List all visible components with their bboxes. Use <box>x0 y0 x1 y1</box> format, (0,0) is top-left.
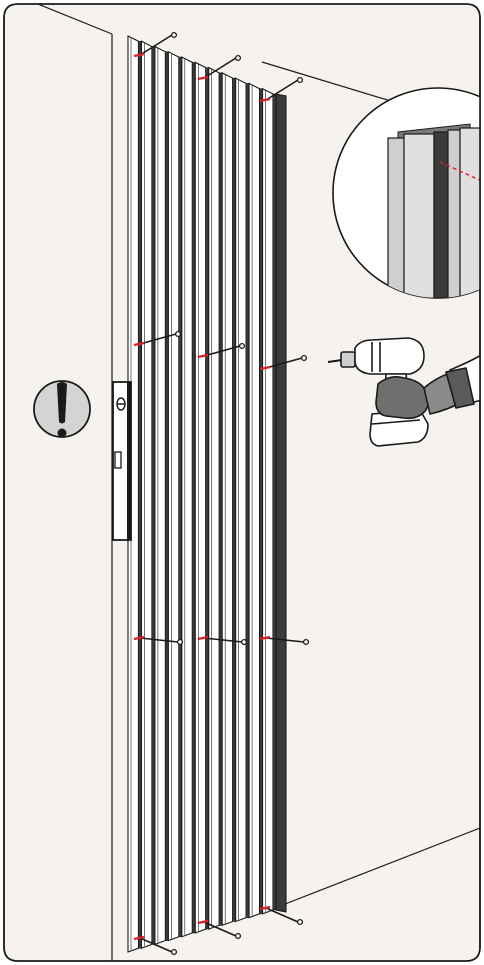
screw-icon <box>197 54 242 81</box>
screw-icon <box>259 905 304 926</box>
panel-slat <box>194 61 210 934</box>
screw-icon <box>133 330 182 347</box>
screw-icon <box>133 935 178 956</box>
panel-slat <box>235 77 250 923</box>
panel-slat <box>140 40 156 949</box>
panel-slat <box>167 50 183 942</box>
exclamation-mark-icon <box>33 380 91 438</box>
screw-icon <box>197 342 246 359</box>
cordless-drill-icon <box>327 337 480 447</box>
panel-slat <box>154 45 169 946</box>
screw-icon <box>197 919 242 940</box>
screw-icon <box>133 31 178 58</box>
frame-border <box>3 3 481 962</box>
panel-slat <box>261 87 277 915</box>
slatted-wall-panel <box>127 35 287 953</box>
panel-edge <box>275 93 287 913</box>
detail-callout <box>332 87 480 299</box>
screw-icon <box>259 635 310 646</box>
screw-icon <box>259 354 308 371</box>
panel-slat <box>181 56 196 938</box>
screw-icon <box>133 635 184 646</box>
screw-icon <box>259 76 304 103</box>
panel-slat <box>221 72 236 927</box>
screw-icon <box>197 635 248 646</box>
screw-group <box>133 31 310 956</box>
panel-slat <box>248 82 263 919</box>
panel-slat <box>208 66 223 930</box>
spirit-level-icon <box>112 381 132 541</box>
